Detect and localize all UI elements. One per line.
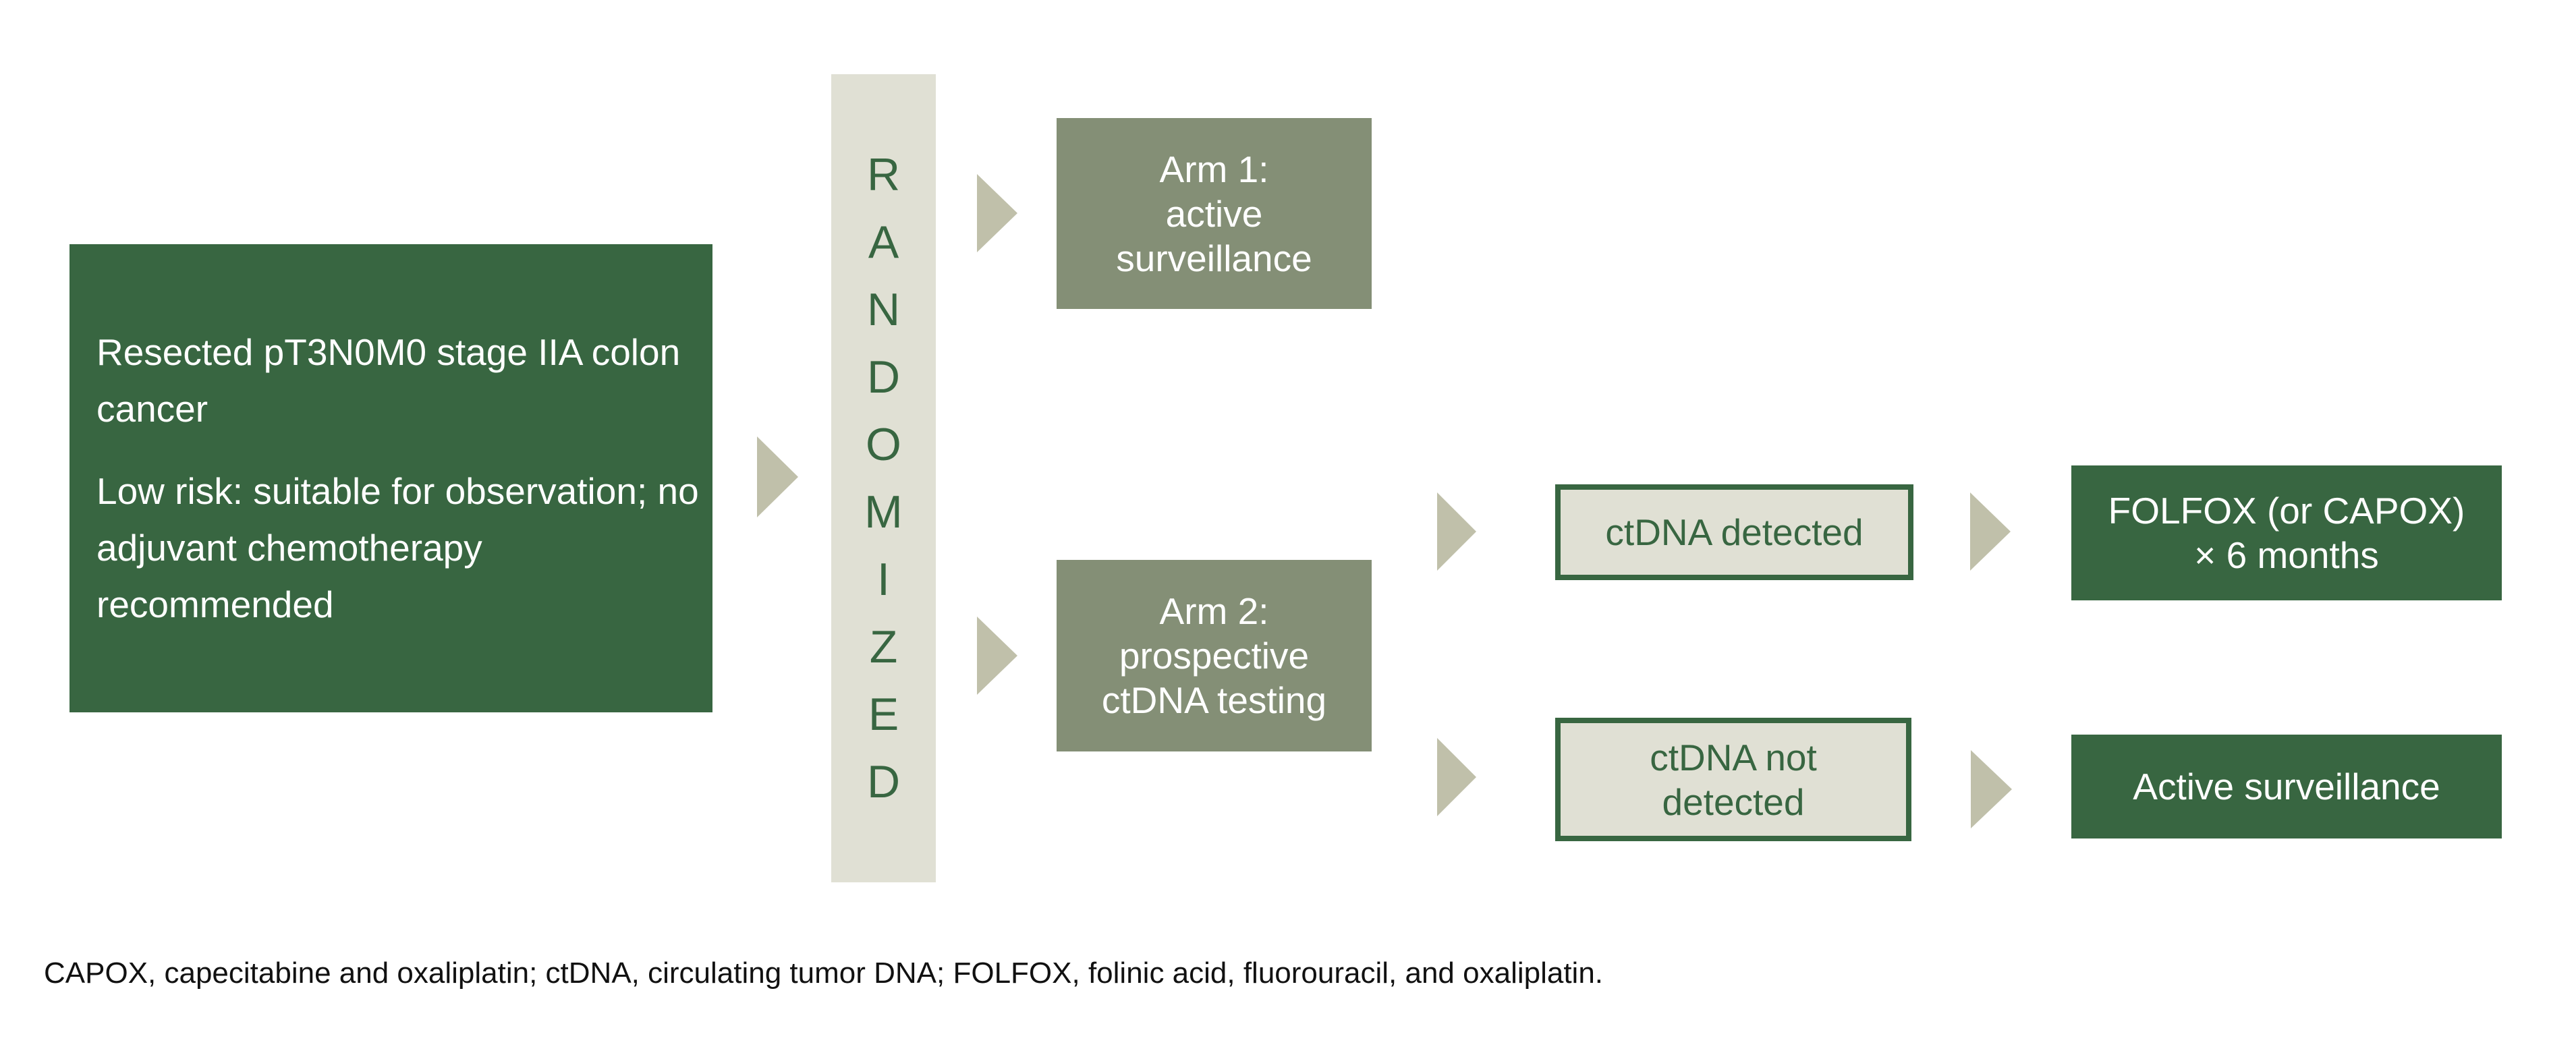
ctdna-not-detected-node: ctDNA not detected bbox=[1555, 718, 1911, 841]
arm1-desc-2: surveillance bbox=[1116, 237, 1312, 279]
arm1-node: Arm 1: active surveillance bbox=[1057, 118, 1372, 309]
arm2-desc-1: prospective bbox=[1119, 635, 1310, 677]
active-surveillance-label: Active surveillance bbox=[2133, 766, 2440, 807]
randomized-letter: A bbox=[868, 217, 899, 268]
folfox-label-1: FOLFOX (or CAPOX) bbox=[2108, 490, 2465, 532]
arm1-desc-1: active bbox=[1165, 192, 1263, 235]
arrow-to-active-surveillance bbox=[1971, 750, 2012, 828]
randomized-letter: D bbox=[866, 351, 901, 403]
arm1-label: Arm 1: bbox=[1159, 148, 1269, 190]
arrow-to-arm2 bbox=[977, 617, 1017, 695]
arrow-to-ctdna-not-detected bbox=[1437, 738, 1476, 816]
randomized-letter: M bbox=[864, 486, 903, 538]
randomized-letter: R bbox=[866, 149, 901, 200]
active-surveillance-node: Active surveillance bbox=[2071, 735, 2502, 838]
arm2-node: Arm 2: prospective ctDNA testing bbox=[1057, 560, 1372, 751]
ctdna-not-detected-label-2: detected bbox=[1662, 780, 1805, 823]
folfox-node: FOLFOX (or CAPOX) × 6 months bbox=[2071, 465, 2502, 600]
randomized-letter: Z bbox=[869, 621, 898, 673]
arm2-label: Arm 2: bbox=[1159, 590, 1269, 632]
arrow-to-folfox bbox=[1970, 492, 2011, 571]
arrow-to-arm1 bbox=[977, 174, 1017, 252]
ctdna-not-detected-label-1: ctDNA not bbox=[1650, 736, 1817, 778]
folfox-label-2: × 6 months bbox=[2194, 534, 2379, 576]
randomized-letter: E bbox=[868, 689, 899, 740]
randomized-letter: I bbox=[877, 554, 890, 605]
start-node: Resected pT3N0M0 stage IIA colon cancer … bbox=[69, 244, 712, 712]
arrow-start-to-randomized bbox=[757, 436, 798, 517]
ctdna-detected-label: ctDNA detected bbox=[1605, 511, 1864, 553]
randomized-bar: R A N D O M I Z E D bbox=[831, 74, 936, 882]
randomized-letter: O bbox=[866, 419, 901, 470]
randomized-letter: D bbox=[866, 756, 901, 807]
footnote: CAPOX, capecitabine and oxaliplatin; ctD… bbox=[44, 957, 1604, 990]
arm2-desc-2: ctDNA testing bbox=[1101, 679, 1327, 721]
arrow-to-ctdna-detected bbox=[1437, 492, 1476, 571]
start-node-condition: Resected pT3N0M0 stage IIA colon cancer bbox=[96, 331, 681, 430]
randomized-letter: N bbox=[866, 284, 901, 335]
ctdna-detected-node: ctDNA detected bbox=[1555, 484, 1913, 580]
start-node-risk: Low risk: suitable for observation; no a… bbox=[96, 470, 699, 625]
